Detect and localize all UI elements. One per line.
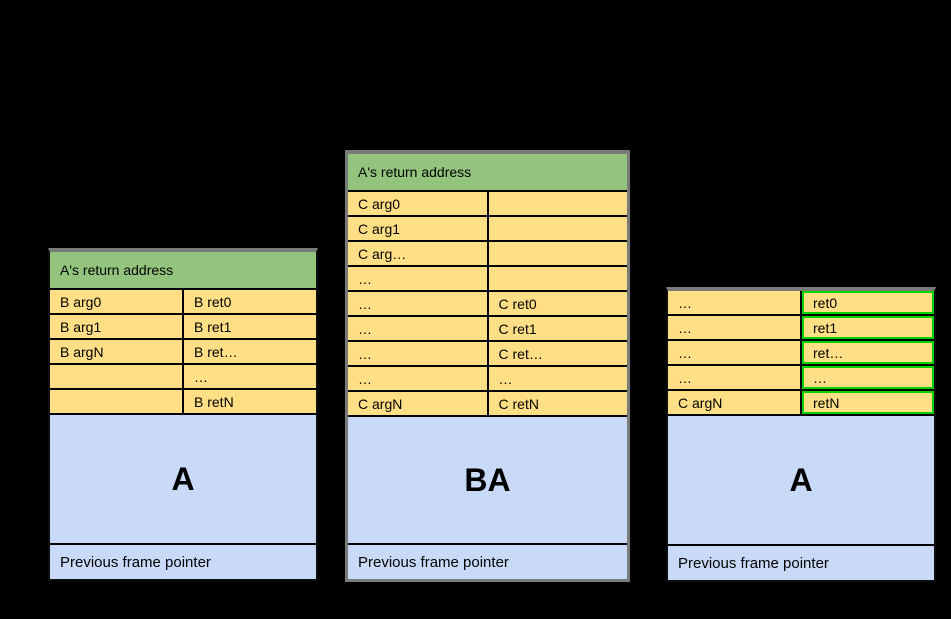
ret-cell-highlighted: …	[802, 366, 934, 389]
arg-cell	[50, 390, 182, 413]
ret-cell: C ret…	[488, 342, 627, 365]
previous-frame-pointer-cell: Previous frame pointer	[348, 545, 627, 579]
previous-frame-pointer-cell: Previous frame pointer	[50, 545, 316, 579]
arg-cell: …	[348, 317, 487, 340]
arg-cell: C argN	[668, 391, 800, 414]
arg-cell: B arg0	[50, 290, 182, 313]
stack-table-right: … ret0 … ret1 … ret… … … C argN retN A P…	[666, 287, 936, 582]
ret-cell-highlighted: retN	[802, 391, 934, 414]
arg-cell: …	[348, 267, 487, 290]
stack-table-left: A's return address B arg0 B ret0 B arg1 …	[48, 248, 318, 581]
arg-cell: …	[668, 316, 800, 339]
arg-cell: C arg0	[348, 192, 487, 215]
ret-cell-highlighted: ret0	[802, 291, 934, 314]
ret-cell: …	[488, 367, 627, 390]
return-address-cell: A's return address	[50, 252, 316, 288]
arg-cell: …	[668, 341, 800, 364]
ret-cell-highlighted: ret…	[802, 341, 934, 364]
arg-cell	[50, 365, 182, 388]
arg-cell: …	[668, 366, 800, 389]
stack-table-middle: A's return address C arg0 C arg1 C arg… …	[345, 150, 630, 582]
ret-cell: C ret1	[488, 317, 627, 340]
previous-frame-pointer-cell: Previous frame pointer	[668, 546, 934, 580]
ret-cell: B retN	[184, 390, 316, 413]
ret-cell: …	[184, 365, 316, 388]
arg-cell: B arg1	[50, 315, 182, 338]
ret-cell: B ret…	[184, 340, 316, 363]
ret-cell-highlighted: ret1	[802, 316, 934, 339]
ret-cell: B ret1	[184, 315, 316, 338]
arg-cell: …	[348, 367, 487, 390]
ret-cell	[488, 217, 627, 240]
arg-cell: …	[668, 291, 800, 314]
frame-region: BA	[348, 417, 627, 543]
ret-cell: B ret0	[184, 290, 316, 313]
ret-cell	[488, 192, 627, 215]
arg-cell: C arg…	[348, 242, 487, 265]
ret-cell	[488, 267, 627, 290]
ret-cell: C retN	[488, 392, 627, 415]
arg-cell: B argN	[50, 340, 182, 363]
arg-cell: …	[348, 342, 487, 365]
return-address-cell: A's return address	[348, 154, 627, 190]
arg-cell: C argN	[348, 392, 487, 415]
ret-cell: C ret0	[488, 292, 627, 315]
frame-region: A	[668, 416, 934, 544]
ret-cell	[488, 242, 627, 265]
arg-cell: C arg1	[348, 217, 487, 240]
arg-cell: …	[348, 292, 487, 315]
frame-region: A	[50, 415, 316, 543]
